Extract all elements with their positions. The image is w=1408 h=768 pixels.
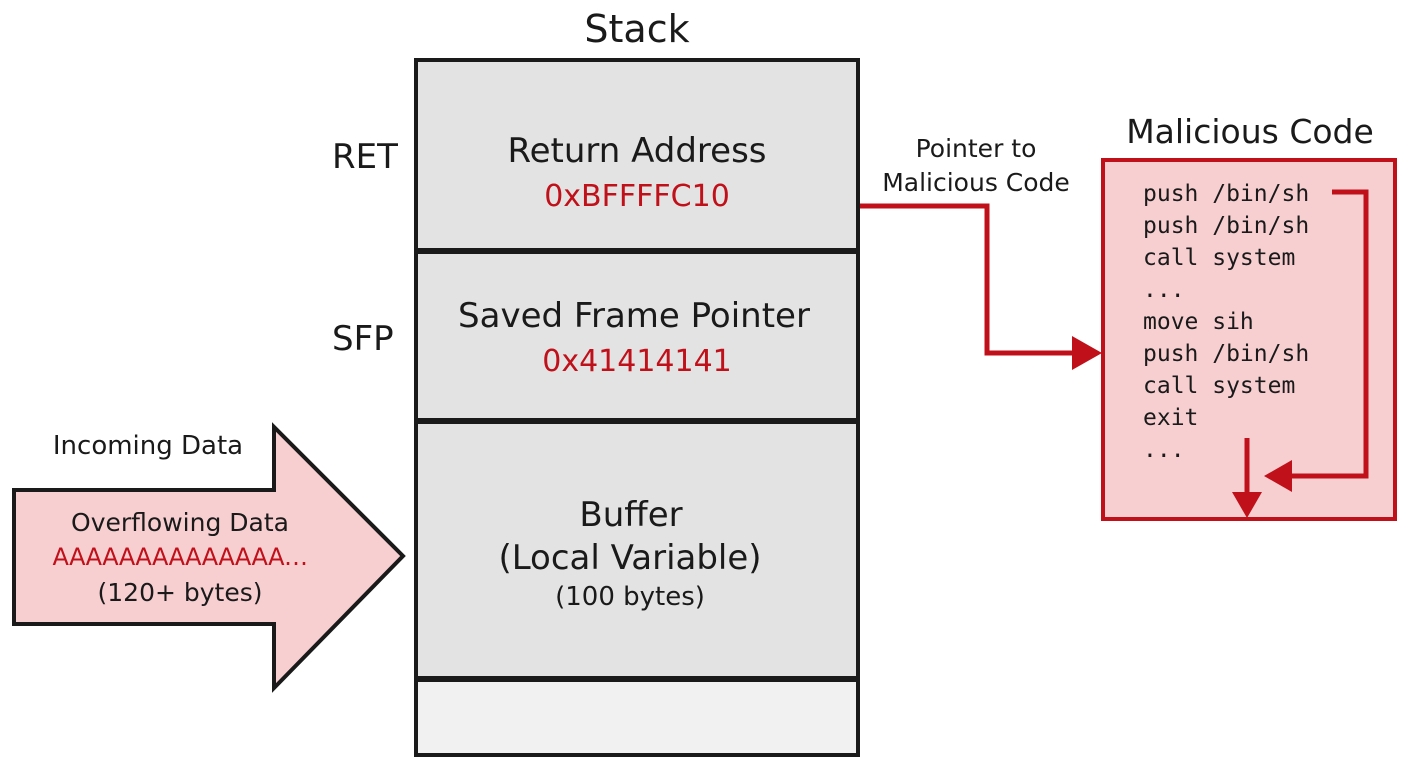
stack-cell-saved-frame-pointer [414, 250, 860, 422]
code-loop-arrow-line [1290, 189, 1369, 479]
stack-cell-buffer [414, 420, 860, 680]
code-line: push /bin/sh [1143, 341, 1310, 367]
stack-cell-bottom [414, 678, 860, 757]
code-line: move sih [1143, 309, 1254, 335]
sfp-label: SFP [332, 319, 394, 359]
incoming-data-label: Incoming Data [52, 431, 244, 461]
code-line: call system [1143, 373, 1296, 399]
saved-frame-pointer-title: Saved Frame Pointer [458, 296, 810, 336]
malicious-code-title: Malicious Code [1126, 112, 1374, 151]
code-exit-arrow-head [1232, 492, 1262, 518]
return-address-value: 0xBFFFFC10 [544, 179, 730, 214]
overflowing-data-payload: AAAAAAAAAAAAAA… [52, 543, 308, 571]
code-line: push /bin/sh [1143, 181, 1310, 207]
pointer-arrow-line [860, 203, 1074, 356]
return-address-title: Return Address [507, 131, 767, 171]
buffer-title: Buffer [579, 495, 683, 535]
pointer-label: Pointer to Malicious Code [882, 132, 1070, 200]
buffer-size: (100 bytes) [555, 582, 705, 612]
malicious-code-listing: push /bin/sh push /bin/sh call system ..… [1143, 178, 1309, 466]
overflowing-data-size: (120+ bytes) [97, 578, 263, 607]
code-line: push /bin/sh [1143, 213, 1310, 239]
saved-frame-pointer-value: 0x41414141 [542, 344, 732, 379]
ret-label: RET [332, 137, 398, 177]
code-line: ... [1143, 277, 1185, 303]
code-loop-arrow-head [1264, 460, 1292, 492]
stack-title: Stack [584, 7, 690, 51]
stack-cell-return-address [414, 58, 860, 252]
code-line: ... [1143, 437, 1185, 463]
overflowing-data-title: Overflowing Data [71, 508, 289, 537]
code-line: call system [1143, 245, 1296, 271]
incoming-data-arrow [12, 422, 406, 693]
pointer-arrow-head [1072, 336, 1102, 370]
pointer-label-line1: Pointer to [915, 134, 1037, 163]
pointer-label-line2: Malicious Code [882, 167, 1070, 197]
code-line: exit [1143, 405, 1199, 431]
buffer-subtitle: (Local Variable) [498, 538, 762, 578]
